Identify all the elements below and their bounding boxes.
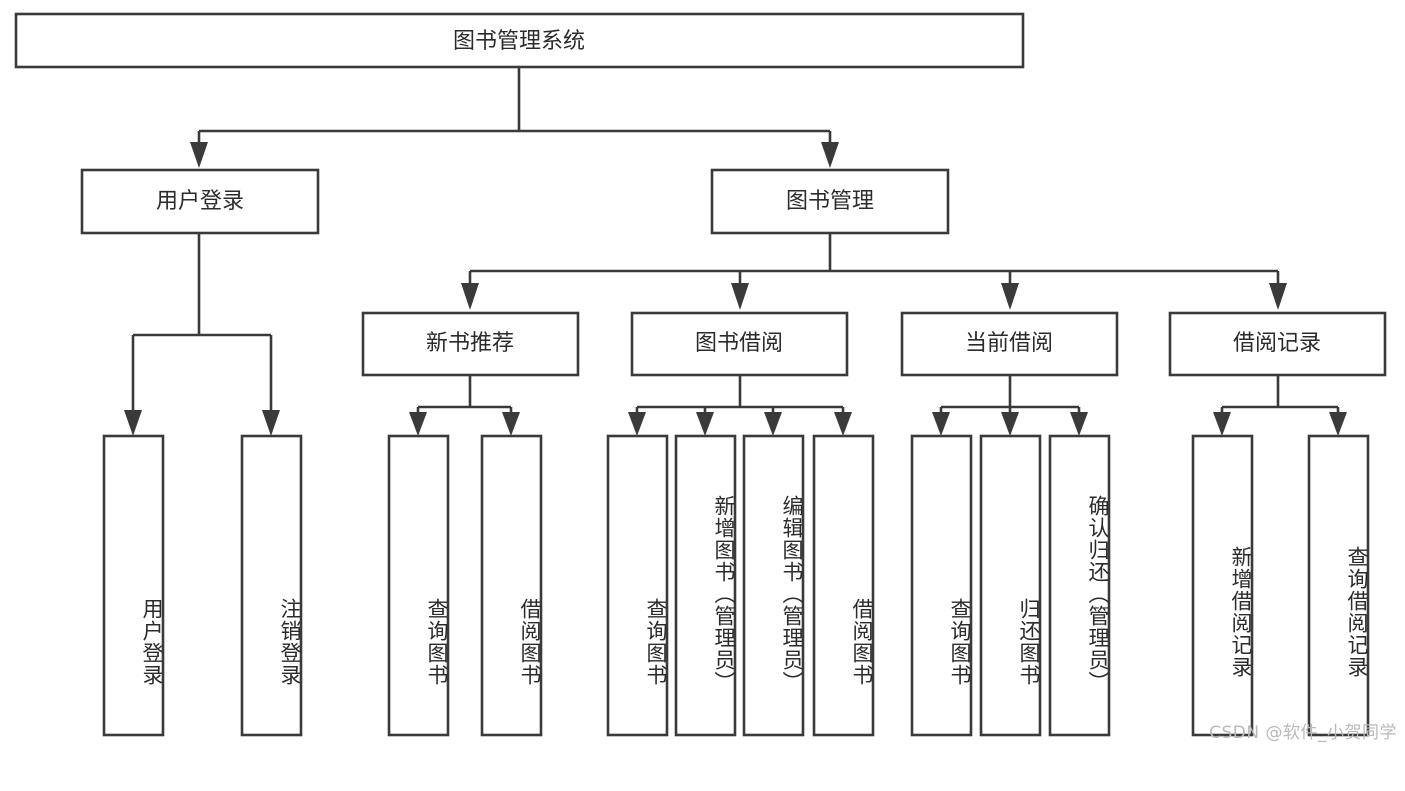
arrowhead-user-login	[190, 142, 208, 168]
flowchart-canvas: 图书管理系统 用户登录 图书管理 新书推荐 图书借阅 当前借阅 借阅记录	[14, 12, 1387, 737]
leaf-box-record-0[interactable]	[1191, 434, 1254, 737]
arrowhead-user-login-leaf-0	[124, 410, 142, 436]
arrow-heads	[124, 142, 1347, 436]
leaf-box-record-1[interactable]	[1307, 434, 1370, 737]
arrowhead-borrow-leaf-2	[764, 412, 782, 436]
node-current-borrow-label: 当前借阅	[965, 331, 1053, 356]
leaf-boxes	[102, 434, 1370, 737]
node-new-book-recommend[interactable]: 新书推荐	[361, 311, 580, 377]
leaf-box-current-2[interactable]	[1048, 434, 1111, 737]
leaf-box-recommend-1[interactable]	[480, 434, 543, 737]
arrowhead-record-leaf-0	[1213, 412, 1231, 436]
leaf-box-borrow-1[interactable]	[674, 434, 737, 737]
node-book-management-box	[710, 168, 950, 235]
node-root-box	[14, 12, 1025, 69]
node-root-book-management-system[interactable]: 图书管理系统	[14, 12, 1025, 69]
node-book-management-label: 图书管理	[786, 189, 874, 214]
node-borrow-record-box	[1168, 311, 1387, 377]
leaf-box-borrow-3[interactable]	[812, 434, 875, 737]
node-user-login[interactable]: 用户登录	[80, 168, 320, 235]
flowchart-diagram: 图书管理系统 用户登录 图书管理 新书推荐 图书借阅 当前借阅 借阅记录	[14, 12, 1397, 743]
arrowhead-book-mgmt	[821, 142, 839, 168]
node-current-borrow-box	[900, 311, 1119, 377]
arrowhead-l3-3	[1269, 283, 1287, 310]
node-new-book-recommend-label: 新书推荐	[426, 331, 514, 356]
node-book-borrow-box	[630, 311, 849, 377]
leaf-box-recommend-0[interactable]	[387, 434, 450, 737]
node-borrow-record[interactable]: 借阅记录	[1168, 311, 1387, 377]
node-borrow-record-label: 借阅记录	[1233, 331, 1321, 356]
arrowhead-current-leaf-2	[1070, 412, 1088, 436]
arrowhead-recommend-leaf-1	[502, 412, 520, 436]
arrowhead-borrow-leaf-1	[696, 412, 714, 436]
arrowhead-user-login-leaf-1	[262, 410, 280, 436]
leaf-box-current-0[interactable]	[910, 434, 973, 737]
leaf-box-borrow-0[interactable]	[606, 434, 669, 737]
arrowhead-recommend-leaf-0	[409, 412, 427, 436]
arrowhead-l3-2	[1001, 283, 1019, 310]
leaf-box-borrow-2[interactable]	[742, 434, 805, 737]
arrowhead-l3-1	[731, 283, 749, 310]
arrowhead-l3-0	[461, 283, 479, 310]
csdn-watermark: CSDN @软件_小贺同学	[1209, 723, 1397, 743]
node-user-login-label: 用户登录	[156, 189, 244, 214]
node-user-login-box	[80, 168, 320, 235]
leaf-box-user-login-1[interactable]	[240, 434, 303, 737]
arrowhead-borrow-leaf-3	[834, 412, 852, 436]
node-new-book-recommend-box	[361, 311, 580, 377]
node-root-label: 图书管理系统	[453, 29, 585, 54]
node-book-borrow[interactable]: 图书借阅	[630, 311, 849, 377]
node-book-management[interactable]: 图书管理	[710, 168, 950, 235]
arrowhead-current-leaf-1	[1001, 412, 1019, 436]
node-book-borrow-label: 图书借阅	[695, 331, 783, 356]
arrowhead-borrow-leaf-0	[628, 412, 646, 436]
arrowhead-current-leaf-0	[932, 412, 950, 436]
leaf-box-user-login-0[interactable]	[102, 434, 165, 737]
arrowhead-record-leaf-1	[1329, 412, 1347, 436]
node-current-borrow[interactable]: 当前借阅	[900, 311, 1119, 377]
leaf-box-current-1[interactable]	[979, 434, 1042, 737]
